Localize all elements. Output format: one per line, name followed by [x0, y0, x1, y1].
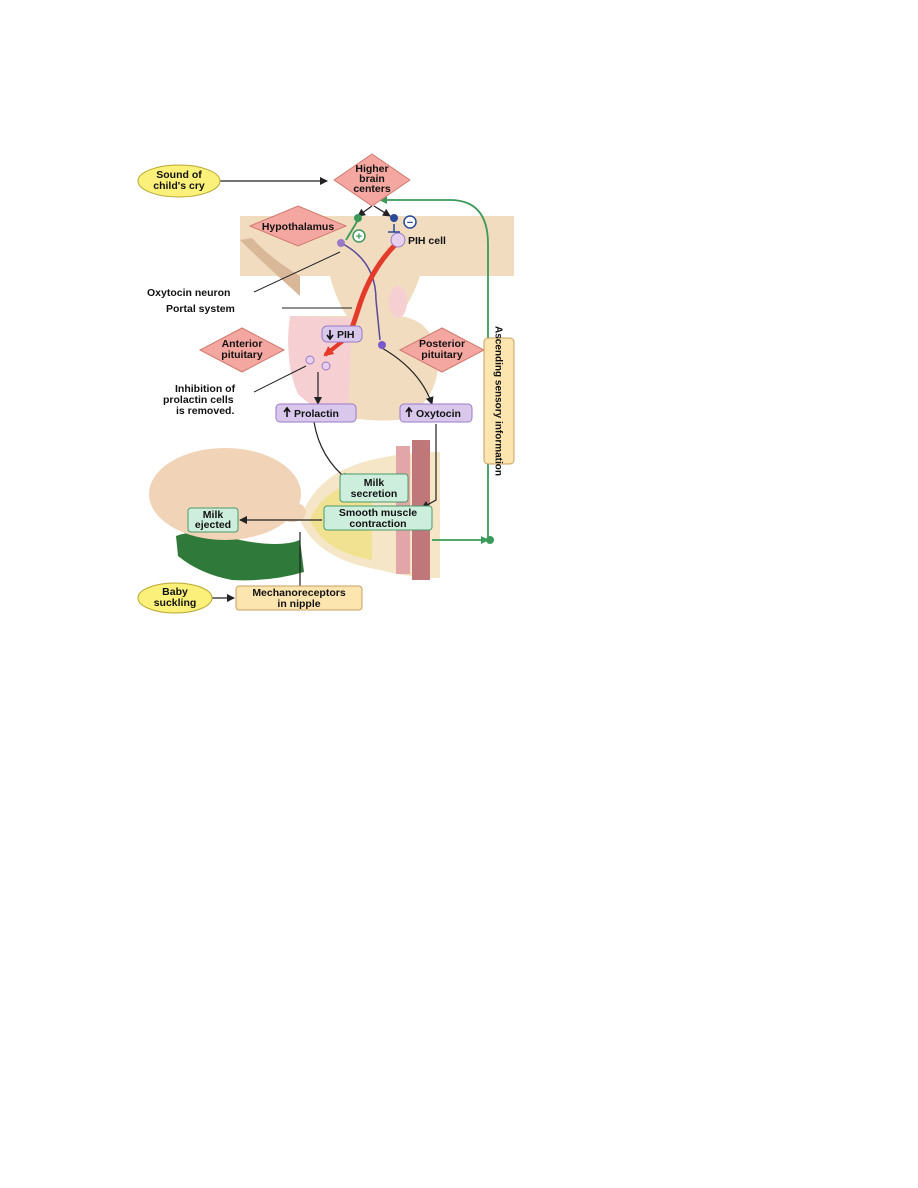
sound-of-cry-stimulus: Sound of child's cry	[137, 164, 221, 198]
milk-ejected-box: Milk ejected	[187, 507, 239, 533]
arrow-brain-to-oxytocin	[357, 205, 373, 217]
milk-secretion-line-1: Milk	[364, 477, 385, 489]
pih-cell-label: PIH cell	[408, 235, 446, 247]
portal-system-label: Portal system	[166, 303, 235, 315]
mechanoreceptors-line-2: in nipple	[277, 598, 320, 610]
green-synapse	[354, 214, 362, 222]
baby-suckling-line-2: suckling	[154, 597, 197, 609]
baby-suckling-stimulus: Baby suckling	[137, 582, 213, 614]
milk-ejected-line-1: Milk	[203, 509, 224, 521]
pih-decrease-badge: PIH	[321, 325, 363, 343]
plus-circle-icon: +	[352, 229, 366, 243]
smooth-muscle-box: Smooth muscle contraction	[323, 505, 433, 531]
svg-text:Prolactin: Prolactin	[294, 408, 339, 420]
mechanoreceptors-box: Mechanoreceptors in nipple	[235, 585, 363, 611]
higher-brain-line-3: centers	[353, 183, 391, 195]
down-arrow-icon	[326, 330, 334, 341]
anterior-pituitary-label: Anterior pituitary	[198, 327, 286, 373]
sound-cry-line-1: Sound of	[156, 169, 202, 181]
inhibition-line-2: prolactin cells	[163, 394, 234, 406]
minus-circle-icon: −	[403, 215, 417, 229]
spinal-neuron	[486, 536, 494, 544]
leader-inhibition	[253, 365, 307, 393]
svg-text:PIH: PIH	[337, 329, 355, 341]
arrow-oxytocin-to-contraction	[421, 424, 437, 509]
sound-cry-line-2: child's cry	[153, 180, 205, 192]
leader-oxytocin-neuron	[253, 251, 341, 293]
svg-text:−: −	[407, 217, 413, 229]
svg-text:Ascending sensory information: Ascending sensory information	[493, 326, 504, 476]
arrow-posterior-to-oxytocin	[381, 347, 434, 405]
svg-text:+: +	[356, 231, 362, 243]
oxytocin-terminal	[378, 341, 386, 349]
oxytocin-neuron-body	[337, 239, 345, 247]
optic-chiasm	[240, 238, 300, 296]
oxytocin-stimulus-axon	[345, 219, 359, 241]
hypothalamus-label: Hypothalamus	[248, 205, 348, 247]
posterior-pituitary-label: Posterior pituitary	[398, 327, 486, 373]
ascending-sensory-label: Ascending sensory information	[483, 326, 515, 476]
oxytocin-neuron-label: Oxytocin neuron	[147, 287, 230, 299]
prolactin-cell-2	[321, 361, 331, 371]
pih-cell-body	[390, 232, 406, 248]
baby-blanket	[176, 532, 304, 581]
prolactin-badge: Prolactin	[275, 403, 357, 423]
higher-brain-line-1: Higher	[355, 163, 388, 175]
baby-head	[149, 448, 301, 540]
posterior-line-2: pituitary	[421, 349, 463, 361]
baby-suckling-line-1: Baby	[162, 586, 188, 598]
baby-mouth	[278, 502, 306, 522]
oxytocin-neuron-axon	[342, 243, 381, 341]
milk-secretion-line-2: secretion	[351, 488, 398, 500]
inhibition-line-1: Inhibition of	[175, 383, 236, 395]
smooth-muscle-line-1: Smooth muscle	[339, 507, 417, 519]
prolactin-cell-1	[305, 355, 315, 365]
blue-synapse	[390, 214, 398, 222]
inhibition-note: Inhibition of prolactin cells is removed…	[163, 383, 236, 417]
ascending-sensory-path	[379, 196, 489, 540]
higher-brain-centers: Higher brain centers	[333, 153, 411, 207]
brain-anatomy	[240, 216, 514, 421]
svg-text:Hypothalamus: Hypothalamus	[262, 221, 335, 233]
oxytocin-badge: Oxytocin	[399, 403, 473, 423]
up-arrow-icon	[283, 406, 291, 417]
blood-vessel	[389, 286, 407, 318]
baby-illustration	[149, 448, 306, 581]
posterior-line-1: Posterior	[419, 338, 465, 350]
arrow-brain-to-pih	[373, 205, 391, 217]
anterior-line-1: Anterior	[222, 338, 263, 350]
portal-vessel	[345, 242, 398, 341]
milk-ejected-line-2: ejected	[195, 519, 231, 531]
mechanoreceptors-line-1: Mechanoreceptors	[252, 587, 346, 599]
up-arrow-icon	[405, 406, 413, 417]
anterior-line-2: pituitary	[221, 349, 263, 361]
milk-secretion-box: Milk secretion	[339, 473, 409, 503]
neurons	[305, 214, 494, 544]
smooth-muscle-line-2: contraction	[349, 518, 406, 530]
inhibition-line-3: is removed.	[176, 405, 234, 417]
svg-text:Oxytocin: Oxytocin	[416, 408, 461, 420]
higher-brain-line-2: brain	[359, 173, 385, 185]
